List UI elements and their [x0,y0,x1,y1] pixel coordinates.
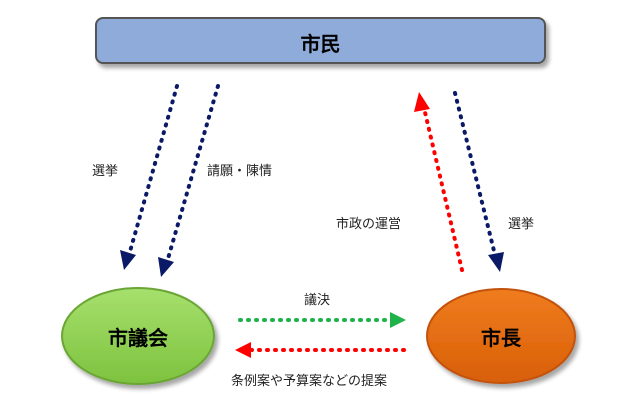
arrowhead-petition-council [158,257,174,277]
label-election-mayor: 選挙 [508,217,535,232]
council-label: 市議会 [108,326,168,350]
council-ellipse [61,287,215,385]
mayor-label: 市長 [481,326,521,350]
label-resolution: 議決 [304,293,331,308]
citizens-box [95,17,546,64]
arrow-petition-council [165,84,220,264]
label-administration: 市政の運営 [336,217,402,232]
label-election-council: 選挙 [92,164,119,179]
arrow-election-council [127,84,179,257]
mayor-ellipse [426,288,576,384]
arrowhead-election-mayor [488,252,504,272]
label-proposals: 条例案や予算案などの提案 [231,374,388,389]
arrowhead-resolution [390,312,406,328]
arrowhead-administration [414,92,430,112]
citizens-label: 市民 [300,32,341,56]
label-petition-council: 請願・陳情 [207,164,273,179]
arrow-election-mayor [453,91,497,257]
arrowhead-election-council [120,250,136,270]
arrowhead-proposals [235,342,251,358]
arrow-administration [422,106,464,272]
